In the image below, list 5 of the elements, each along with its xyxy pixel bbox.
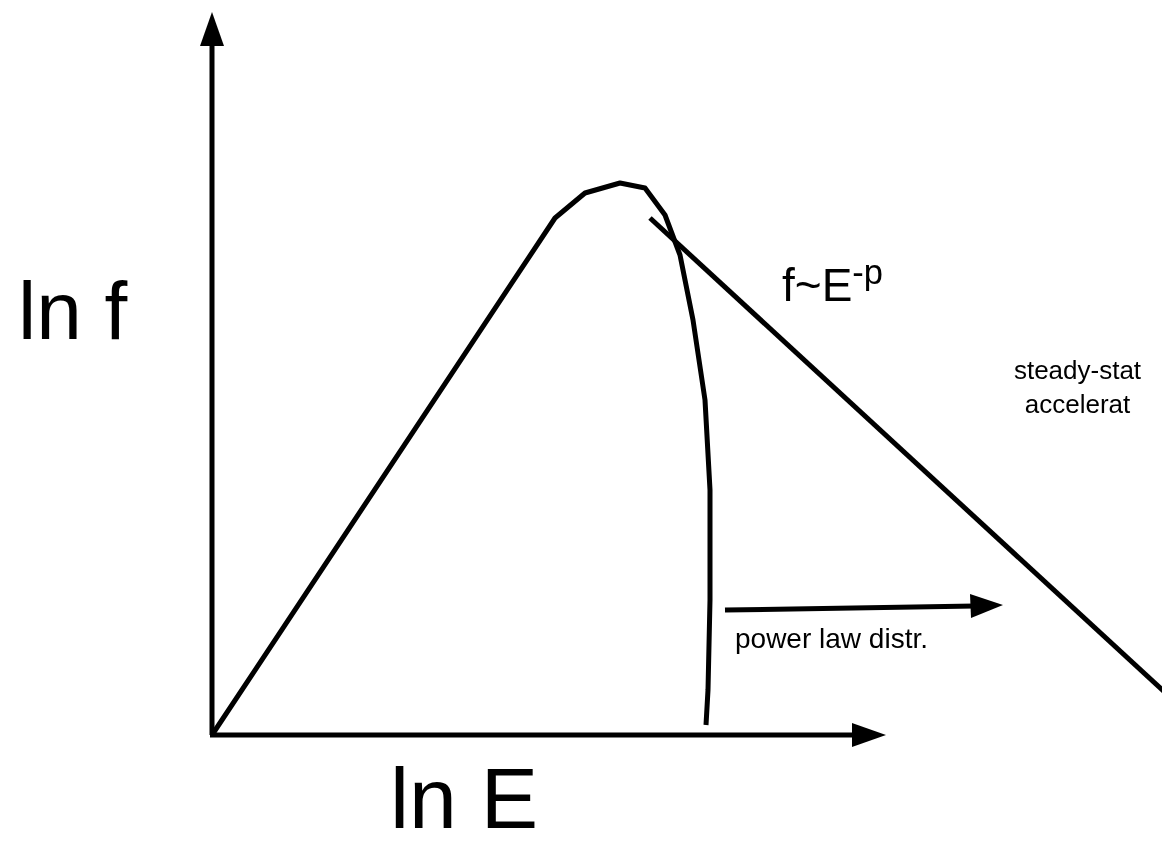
annotation-text: steady-stat accelerat: [1012, 354, 1143, 421]
annotation-text: power law distr.: [735, 625, 928, 653]
axis-label: ln E: [390, 755, 539, 841]
formula-label: f~E$^{-p}$: [782, 262, 883, 308]
axis-label: ln f: [18, 270, 128, 352]
